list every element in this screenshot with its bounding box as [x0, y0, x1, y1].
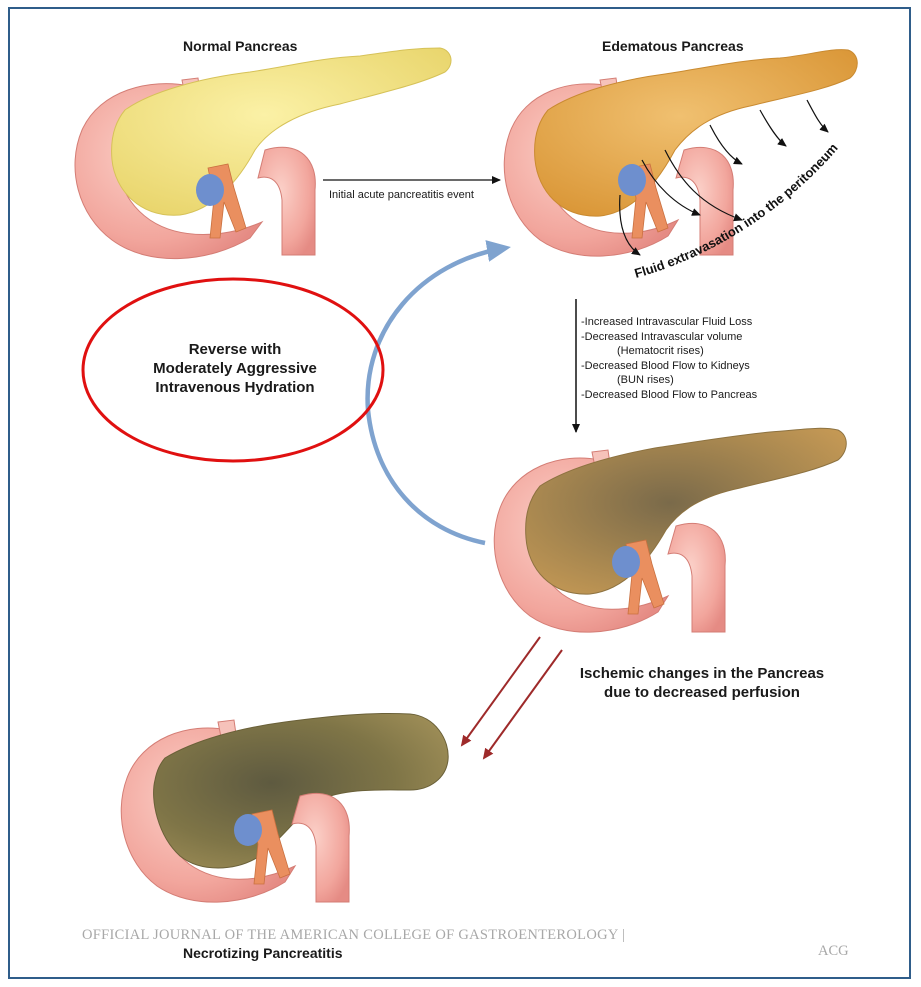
reverse-line-2: Moderately Aggressive — [140, 359, 330, 378]
edematous-pancreas-illustration — [504, 50, 857, 256]
consequences-list: -Increased Intravascular Fluid Loss -Dec… — [581, 315, 757, 402]
consequence-item: (BUN rises) — [581, 373, 757, 388]
journal-watermark: OFFICIAL JOURNAL OF THE AMERICAN COLLEGE… — [82, 927, 625, 944]
reverse-arrow — [368, 248, 505, 543]
consequence-item: -Decreased Intravascular volume — [581, 330, 757, 345]
initial-event-label: Initial acute pancreatitis event — [329, 188, 474, 202]
ischemic-changes-text: Ischemic changes in the Pancreas due to … — [572, 664, 832, 702]
necrosis-arrow-2 — [484, 650, 562, 758]
necrotizing-pancreatitis-title: Necrotizing Pancreatitis — [183, 945, 343, 961]
normal-pancreas-illustration — [75, 48, 451, 259]
necrotic-pancreas-illustration — [121, 713, 448, 902]
normal-pancreas-title: Normal Pancreas — [183, 38, 297, 54]
consequence-item: -Increased Intravascular Fluid Loss — [581, 315, 757, 330]
acg-watermark: ACG — [818, 943, 849, 960]
reverse-hydration-text: Reverse with Moderately Aggressive Intra… — [140, 340, 330, 397]
reverse-line-1: Reverse with — [140, 340, 330, 359]
consequence-item: -Decreased Blood Flow to Pancreas — [581, 388, 757, 403]
consequence-item: -Decreased Blood Flow to Kidneys — [581, 359, 757, 374]
consequence-item: (Hematocrit rises) — [581, 344, 757, 359]
ischemic-line-2: due to decreased perfusion — [572, 683, 832, 702]
necrosis-arrow-1 — [462, 637, 540, 745]
ischemic-pancreas-illustration — [494, 428, 846, 632]
reverse-line-3: Intravenous Hydration — [140, 378, 330, 397]
edematous-pancreas-title: Edematous Pancreas — [602, 38, 744, 54]
ischemic-line-1: Ischemic changes in the Pancreas — [572, 664, 832, 683]
